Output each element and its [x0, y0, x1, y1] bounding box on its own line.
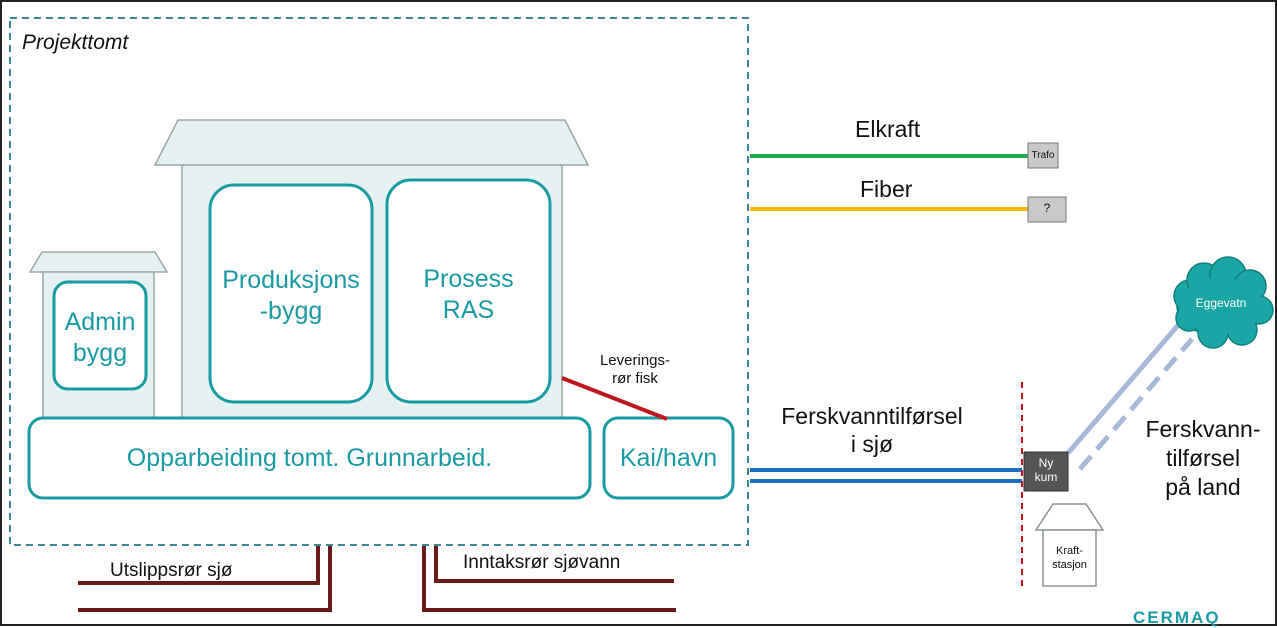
trafo-box	[1027, 142, 1059, 169]
production-label-line2: -bygg	[259, 297, 323, 326]
project-site-boundary	[9, 17, 749, 546]
intake-pipe-label: Inntaksrør sjøvann	[463, 552, 621, 573]
power-station-label-line1: Kraft-	[1056, 545, 1083, 557]
ground-work-label: Opparbeiding tomt. Grunnarbeid.	[126, 444, 493, 472]
process-ras-room	[385, 178, 552, 404]
delivery-pipe-label: Leverings- rør fisk	[585, 352, 685, 388]
freshwater-land-pipe	[1066, 321, 1182, 455]
outlet-pipe-label: Utslippsrør sjø	[110, 560, 233, 581]
freshwater-sea-label-line1: Ferskvanntilførsel	[781, 403, 963, 429]
outlet-pipe	[78, 545, 332, 612]
process-ras-label-line2: RAS	[442, 296, 495, 325]
delivery-pipe-line	[561, 376, 668, 421]
production-label: Produksjons -bygg	[210, 265, 372, 328]
fiber-label: Fiber	[860, 176, 913, 202]
power-station-body	[1042, 529, 1097, 587]
fiber-box-label: ?	[1043, 201, 1051, 215]
freshwater-land-label-line3: på land	[1165, 473, 1241, 500]
harbor-box	[602, 416, 735, 500]
fiber-unknown-box	[1027, 196, 1067, 223]
production-room	[208, 183, 374, 404]
elkraft-label: Elkraft	[855, 116, 921, 142]
admin-room	[52, 280, 148, 391]
new-manhole-label-line2: kum	[1034, 470, 1058, 485]
new-manhole-box	[1023, 451, 1069, 492]
admin-label: Admin bygg	[54, 307, 146, 370]
freshwater-land-label-line2: tilførsel	[1165, 444, 1241, 471]
production-building-roof	[153, 119, 590, 166]
intake-pipe	[422, 545, 676, 612]
site-title: Projekttomt	[22, 31, 129, 54]
new-manhole-label-line1: Ny	[1038, 456, 1054, 470]
harbor-label: Kai/havn	[619, 444, 718, 472]
freshwater-land-pipe-planned	[1078, 337, 1194, 471]
freshwater-land-label-line1: Ferskvann-	[1145, 416, 1261, 442]
freshwater-sea-label-line2: i sjø	[850, 430, 894, 457]
lake-label: Eggevatn	[1195, 296, 1247, 310]
delivery-pipe-label-line2: rør fisk	[612, 370, 658, 387]
process-ras-label: Prosess RAS	[387, 264, 550, 327]
freshwater-land-label: Ferskvann- tilførsel på land	[1128, 415, 1277, 501]
new-manhole-label: Ny kum	[1024, 456, 1068, 485]
admin-label-line1: Admin	[64, 308, 136, 336]
trafo-label: Trafo	[1031, 150, 1055, 161]
freshwater-sea-label: Ferskvanntilførsel i sjø	[758, 403, 986, 458]
admin-building-roof	[28, 251, 169, 273]
process-ras-label-line1: Prosess	[423, 265, 514, 293]
delivery-pipe-label-line1: Leverings-	[599, 352, 671, 369]
power-station-label: Kraft- stasjon	[1043, 545, 1096, 573]
lake-cloud-fill	[1179, 278, 1263, 334]
cermaq-logo: CERMAQ	[1133, 608, 1221, 627]
admin-label-line2: bygg	[72, 339, 128, 368]
power-station-label-line2: stasjon	[1052, 558, 1087, 571]
ground-work-box	[27, 416, 592, 500]
production-label-line1: Produksjons	[222, 266, 360, 294]
power-station-roof	[1034, 503, 1105, 531]
